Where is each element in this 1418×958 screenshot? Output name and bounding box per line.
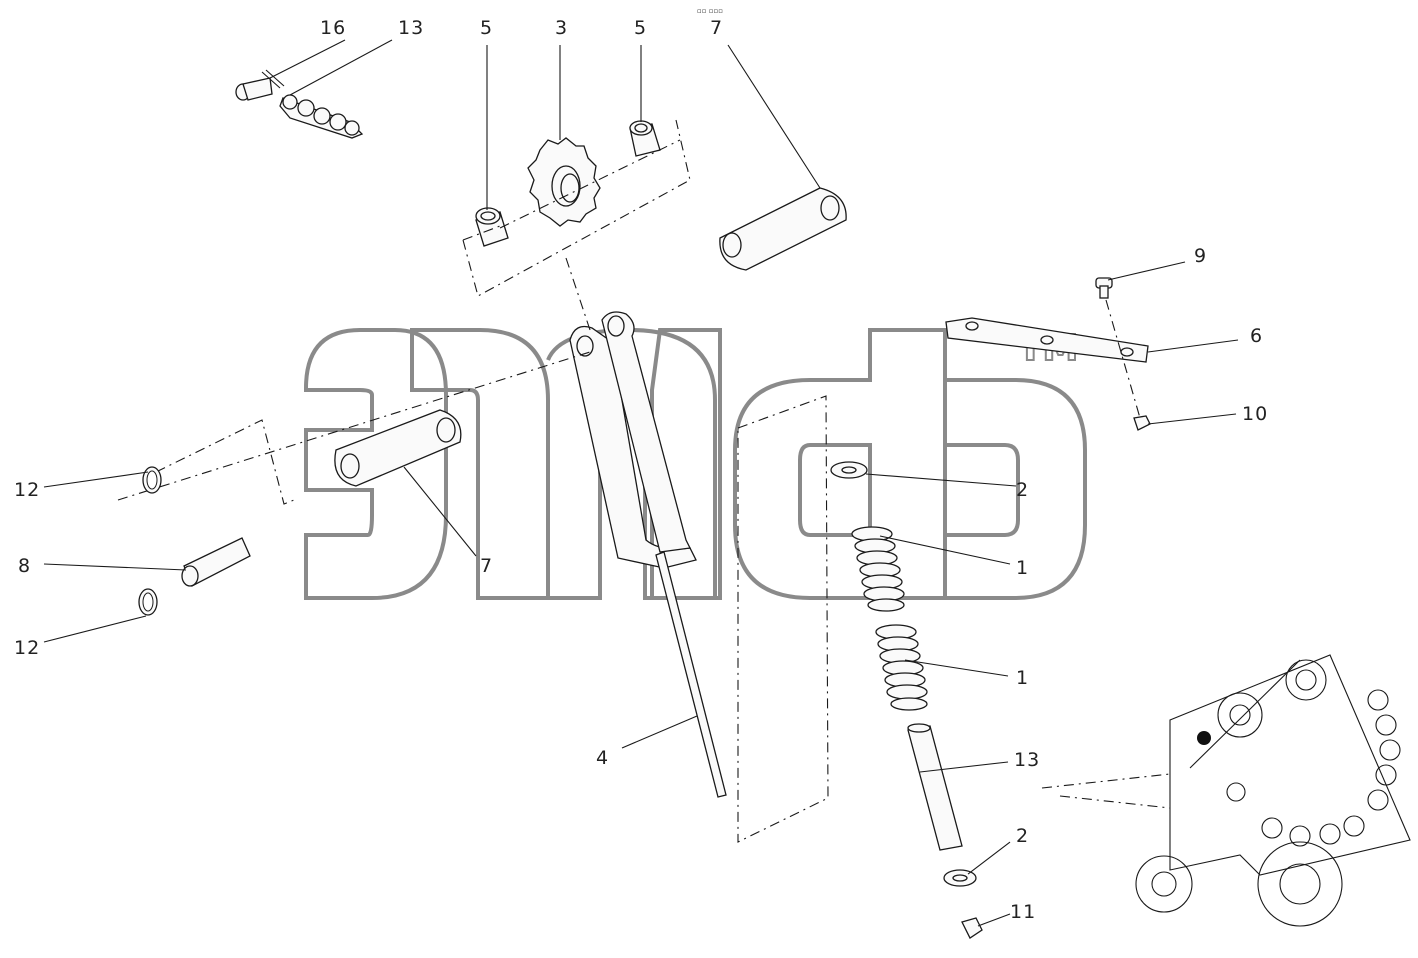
callout-2-bottom: 2 <box>1016 825 1029 847</box>
arm-assembly-boundary <box>737 395 829 843</box>
bushing-left-part <box>475 45 509 247</box>
locator-inset <box>1041 654 1411 927</box>
callout-13-tube: 13 <box>1014 749 1040 771</box>
callout-16: 16 <box>320 17 346 39</box>
spacer-tube-part <box>907 723 1009 851</box>
callout-3: 3 <box>555 17 568 39</box>
callout-8: 8 <box>18 555 31 577</box>
header-mark: ▫▫ ▫▫▫ <box>697 7 723 15</box>
callout-labels: 16 13 5 3 5 7 9 6 10 2 12 1 8 7 12 1 4 1… <box>14 17 1268 923</box>
callout-10: 10 <box>1242 403 1268 425</box>
nut-part <box>1133 413 1237 431</box>
sprocket-assembly-boundary <box>462 119 691 297</box>
clip-bottom-part <box>43 588 158 643</box>
callout-4: 4 <box>596 747 609 769</box>
callout-5-right: 5 <box>634 17 647 39</box>
callout-1-bottom: 1 <box>1016 667 1029 689</box>
sprocket-part <box>527 45 601 227</box>
callout-9: 9 <box>1194 245 1207 267</box>
callout-7-top: 7 <box>710 17 723 39</box>
bushing-right-part <box>629 45 661 157</box>
callout-12-bottom: 12 <box>14 637 40 659</box>
callout-7-left: 7 <box>480 555 493 577</box>
locknut-part <box>961 913 1011 939</box>
pin-assembly-boundary <box>155 419 295 505</box>
callout-11: 11 <box>1010 901 1036 923</box>
washer-bottom-part <box>943 841 1011 887</box>
spring-bottom-part <box>875 624 1009 711</box>
arm-plate-top-part <box>719 44 847 271</box>
tensioner-arm-part <box>565 257 727 798</box>
bolt-part <box>1095 261 1186 419</box>
washer-top-part <box>830 461 1017 487</box>
callout-12-top: 12 <box>14 479 40 501</box>
callout-1-top: 1 <box>1016 557 1029 579</box>
callout-2-top: 2 <box>1016 479 1029 501</box>
bracket-plate-part <box>945 317 1239 363</box>
callout-6: 6 <box>1250 325 1263 347</box>
callout-5-left: 5 <box>480 17 493 39</box>
callout-13-chain: 13 <box>398 17 424 39</box>
pin-part <box>43 537 251 587</box>
spring-top-part <box>851 526 1011 612</box>
pin-axis <box>117 351 591 501</box>
watermark-logo: TM <box>304 327 1087 600</box>
clip-top-part <box>43 466 162 494</box>
arm-plate-left-part <box>334 409 477 557</box>
chain-link-part <box>235 39 393 139</box>
